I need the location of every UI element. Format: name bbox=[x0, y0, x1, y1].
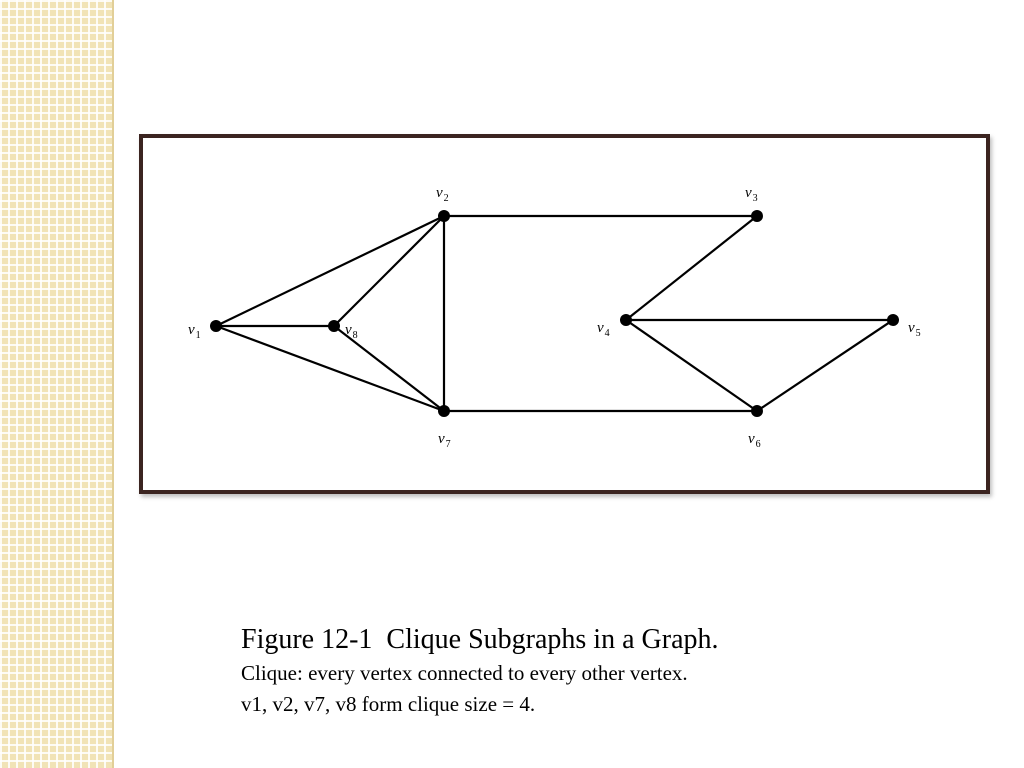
edge-v1-v7 bbox=[215, 324, 445, 413]
vertex-label-v3: v3 bbox=[745, 185, 758, 204]
graph-diagram: v1 v2 v3 v4 v5 v6 v7 v8 bbox=[188, 185, 921, 450]
labels-layer: v1 v2 v3 v4 v5 v6 v7 v8 bbox=[188, 185, 921, 450]
graph-figure-frame: v1 v2 v3 v4 v5 v6 v7 v8 bbox=[139, 134, 990, 494]
edge-v5-v6 bbox=[756, 319, 894, 412]
edge-v3-v4 bbox=[625, 215, 758, 321]
edge-v1-v2 bbox=[215, 215, 445, 327]
vertex-label-v1: v1 bbox=[188, 322, 201, 341]
edge-v4-v6 bbox=[625, 319, 758, 412]
vertex-label-v5: v5 bbox=[908, 320, 921, 339]
side-strip-edge bbox=[112, 0, 114, 768]
decorative-side-strip bbox=[0, 0, 112, 768]
vertices-layer bbox=[210, 210, 899, 417]
edge-v8-v7 bbox=[333, 325, 445, 412]
vertex-v7 bbox=[438, 405, 450, 417]
vertex-v4 bbox=[620, 314, 632, 326]
vertex-label-v2: v2 bbox=[436, 185, 449, 204]
figure-caption: Figure 12-1 Clique Subgraphs in a Graph.… bbox=[241, 622, 719, 720]
vertex-label-v8: v8 bbox=[345, 322, 358, 341]
vertex-label-v7: v7 bbox=[438, 431, 451, 450]
vertex-label-v4: v4 bbox=[597, 320, 610, 339]
vertex-label-v6: v6 bbox=[748, 431, 761, 450]
vertex-v2 bbox=[438, 210, 450, 222]
edge-v8-v2 bbox=[333, 215, 445, 327]
caption-definition: Clique: every vertex connected to every … bbox=[241, 661, 688, 685]
caption-example: v1, v2, v7, v8 form clique size = 4. bbox=[241, 692, 536, 716]
vertex-v5 bbox=[887, 314, 899, 326]
vertex-v1 bbox=[210, 320, 222, 332]
caption-title: Figure 12-1 Clique Subgraphs in a Graph. bbox=[241, 624, 719, 655]
vertex-v3 bbox=[751, 210, 763, 222]
edges-layer bbox=[215, 214, 894, 413]
vertex-v8 bbox=[328, 320, 340, 332]
vertex-v6 bbox=[751, 405, 763, 417]
